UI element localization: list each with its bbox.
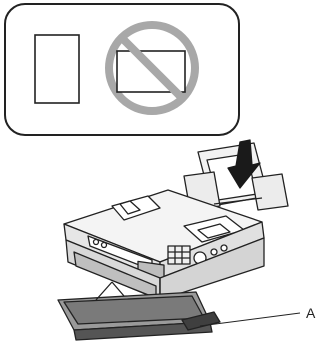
orientation-panel: [5, 4, 239, 135]
numeric-keypad: [168, 246, 190, 264]
control-button: [221, 245, 227, 251]
control-button: [211, 249, 217, 255]
portrait-sheet-icon: [35, 35, 79, 103]
control-button: [102, 243, 107, 248]
callout-label-a: A: [306, 306, 315, 320]
printer-illustration: [58, 140, 300, 340]
control-button: [94, 240, 99, 245]
